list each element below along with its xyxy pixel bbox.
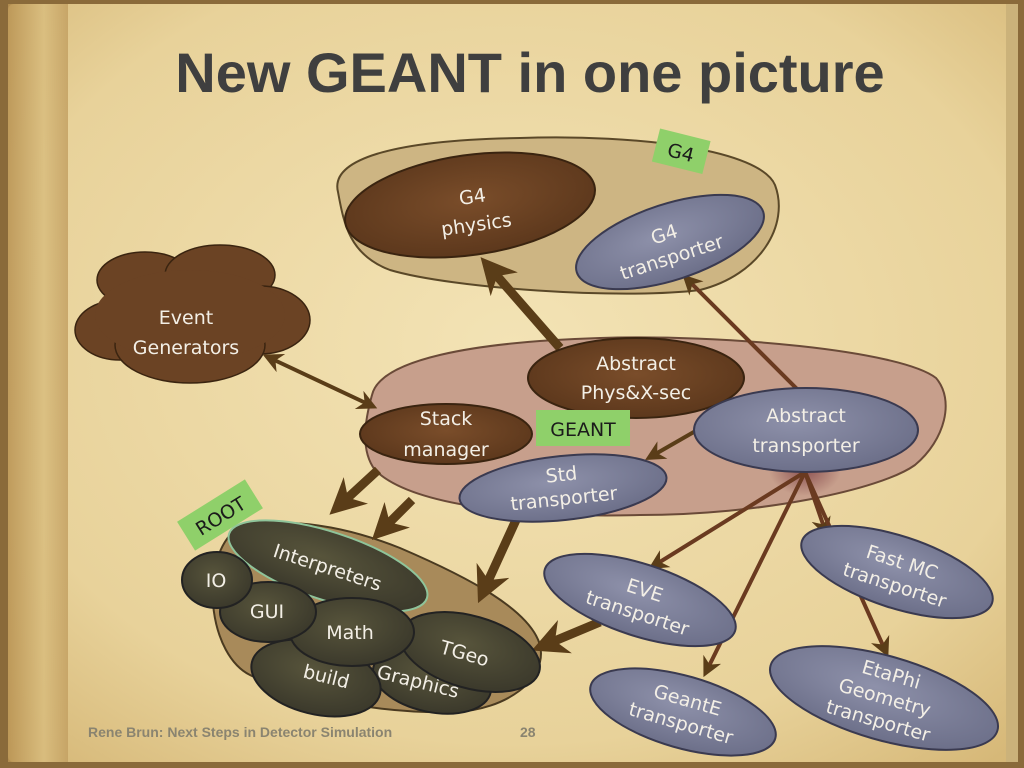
arrow-eventgen-stack <box>262 354 378 409</box>
book-spine <box>8 4 68 762</box>
stack-manager-label: Stack manager <box>403 408 489 461</box>
page-edges <box>1006 4 1018 762</box>
footer-text: Rene Brun: Next Steps in Detector Simula… <box>88 724 392 740</box>
etaphi-transporter-node <box>768 645 1000 751</box>
event-generators-label: Event Generators <box>133 307 239 359</box>
abstract-transporter-label: Abstract transporter <box>752 405 859 457</box>
arrow-eve-to-tgeo <box>531 617 602 654</box>
math-label: Math <box>326 622 374 644</box>
svg-text:Generators: Generators <box>133 337 239 359</box>
abstract-physxsec-label: Abstract Phys&X-sec <box>581 353 691 404</box>
svg-text:manager: manager <box>403 439 489 461</box>
fastmc-transporter-node <box>800 524 994 620</box>
io-label: IO <box>206 570 227 592</box>
eve-transporter-node <box>543 552 737 648</box>
svg-text:Abstract: Abstract <box>766 405 846 427</box>
svg-text:transporter: transporter <box>752 435 859 457</box>
svg-text:G4: G4 <box>458 184 488 210</box>
io-node <box>181 551 253 609</box>
g4-tag: G4 <box>651 128 711 175</box>
arrow-geant-to-root-2 <box>371 496 416 541</box>
abstract-transporter-node <box>693 387 919 473</box>
g4-physics-node <box>344 151 596 259</box>
abstract-physxsec-node <box>527 337 745 419</box>
stack-manager-node <box>359 403 533 465</box>
svg-text:Event: Event <box>159 307 213 329</box>
arrow-physxsec-to-g4physics <box>480 257 564 351</box>
g4-transporter-node <box>575 193 765 291</box>
interpreters-node <box>227 519 429 613</box>
svg-text:GEANT: GEANT <box>550 419 616 441</box>
geante-transporter-node <box>589 667 777 757</box>
svg-text:Phys&X-sec: Phys&X-sec <box>581 382 691 404</box>
geant-tag: GEANT <box>536 410 630 446</box>
svg-text:Abstract: Abstract <box>596 353 676 375</box>
arrow-geant-to-root-1 <box>329 466 382 515</box>
slide-title: New GEANT in one picture <box>175 41 884 104</box>
arrow-std-to-tgeo <box>476 518 521 604</box>
svg-text:Std: Std <box>545 462 579 487</box>
svg-text:Stack: Stack <box>420 408 473 430</box>
event-generators-cloud <box>74 244 311 384</box>
arrow-abstract-to-g4trans <box>682 274 802 394</box>
page-number: 28 <box>520 724 536 740</box>
gui-label: GUI <box>250 601 284 623</box>
arrow-abstract-to-eve <box>648 470 807 570</box>
std-transporter-node <box>458 453 668 523</box>
